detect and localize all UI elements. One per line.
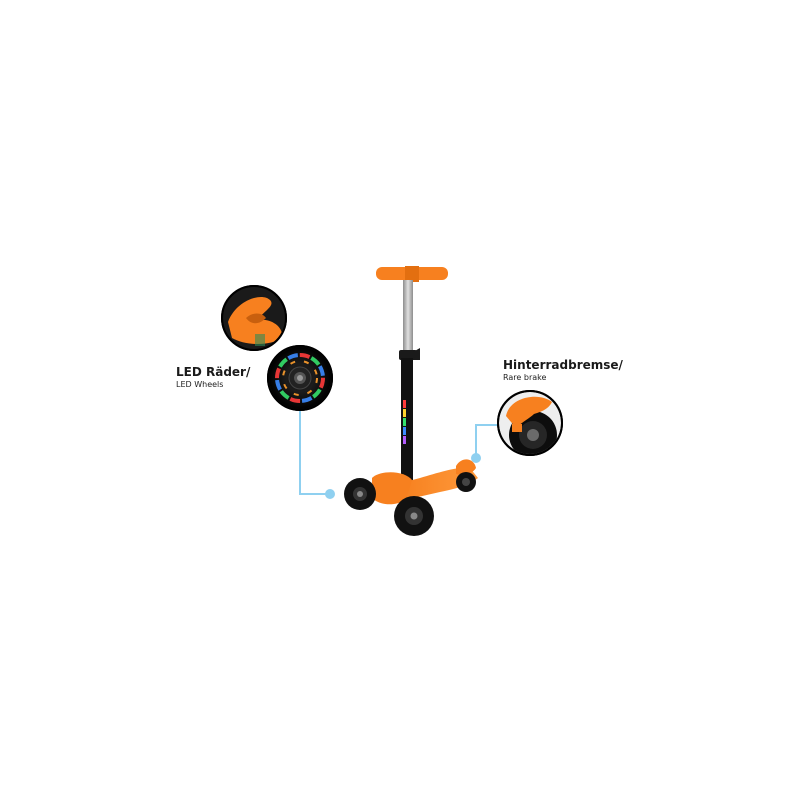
kick-scooter (344, 266, 478, 536)
front-right-wheel (394, 496, 434, 536)
led-wheels-title: LED Räder/ (176, 365, 251, 379)
stem-upper (403, 280, 413, 355)
rear-brake-title: Hinterradbremse/ (503, 358, 623, 372)
led-wheels-subtitle: LED Wheels (176, 380, 224, 389)
led-wheel-detail-circle (267, 345, 333, 411)
led-connector-line (299, 410, 335, 499)
brake-connector-line (471, 424, 498, 463)
rear-brake-subtitle: Rare brake (503, 373, 547, 382)
steering-detail-circle (221, 285, 287, 351)
rear-wheel (456, 472, 476, 492)
front-left-wheel (344, 478, 376, 510)
stem-lower (401, 358, 413, 483)
rear-brake-detail-circle (497, 390, 563, 456)
